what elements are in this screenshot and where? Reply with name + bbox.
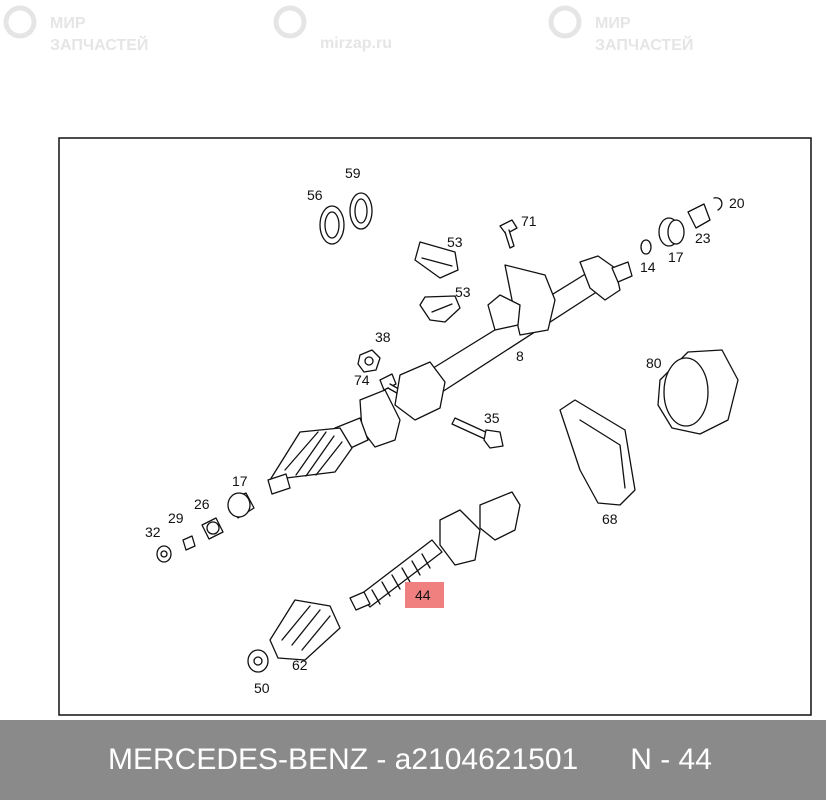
part-label-8: 8 — [516, 348, 524, 364]
part-label-74: 74 — [354, 372, 370, 388]
watermark-layer: МИР ЗАПЧАСТЕЙ mirzap.ru МИР ЗАПЧАСТЕЙ — [3, 5, 693, 54]
clip-23 — [687, 203, 711, 229]
part-label-29: 29 — [168, 510, 184, 526]
part-label-17-upper: 17 — [668, 249, 684, 265]
highlight-44 — [405, 582, 444, 608]
ring-20 — [713, 197, 723, 211]
clip-29 — [182, 535, 196, 551]
boot-62 — [269, 599, 341, 661]
part-label-44: 44 — [415, 587, 431, 603]
footer-caption: MERCEDES-BENZ - a2104621501 — [108, 743, 579, 776]
part-label-17-lower: 17 — [232, 473, 248, 489]
part-label-71: 71 — [521, 213, 537, 229]
washer-14 — [640, 239, 652, 255]
footer-position: N - 44 — [630, 743, 712, 776]
part-drawings — [156, 192, 739, 673]
part-label-80: 80 — [646, 355, 662, 371]
universal-joint-lower — [439, 509, 481, 566]
part-label-38: 38 — [375, 329, 391, 345]
part-label-20: 20 — [729, 195, 745, 211]
part-label-62: 62 — [292, 657, 308, 673]
part-label-68: 68 — [602, 511, 618, 527]
part-label-53-lower: 53 — [455, 284, 471, 300]
bolt-71 — [499, 219, 518, 235]
part-label-32: 32 — [145, 524, 161, 540]
diagram-frame — [58, 137, 812, 716]
footer-bar: MERCEDES-BENZ - a2104621501 N - 44 — [0, 720, 826, 800]
universal-joint-upper — [394, 361, 446, 421]
part-label-59: 59 — [345, 165, 361, 181]
watermark-brand: МИР — [595, 15, 631, 32]
part-label-53-upper: 53 — [447, 234, 463, 250]
bushing-53-upper — [414, 241, 459, 279]
watermark-brand: МИР — [50, 15, 86, 32]
part-label-56: 56 — [307, 187, 323, 203]
watermark-brand: ЗАПЧАСТЕЙ — [595, 35, 693, 54]
part-labels: 56 59 71 20 23 53 53 14 17 38 8 80 74 35… — [145, 165, 745, 696]
parts-diagram: МИР ЗАПЧАСТЕЙ mirzap.ru МИР ЗАПЧАСТЕЙ — [3, 5, 812, 716]
part-label-14: 14 — [640, 259, 656, 275]
part-label-50: 50 — [254, 680, 270, 696]
watermark-brand: ЗАПЧАСТЕЙ — [50, 35, 148, 54]
cover-68 — [559, 399, 636, 506]
part-label-23: 23 — [695, 230, 711, 246]
watermark-domain: mirzap.ru — [320, 35, 392, 52]
part-label-26: 26 — [194, 496, 210, 512]
part-label-35: 35 — [484, 410, 500, 426]
